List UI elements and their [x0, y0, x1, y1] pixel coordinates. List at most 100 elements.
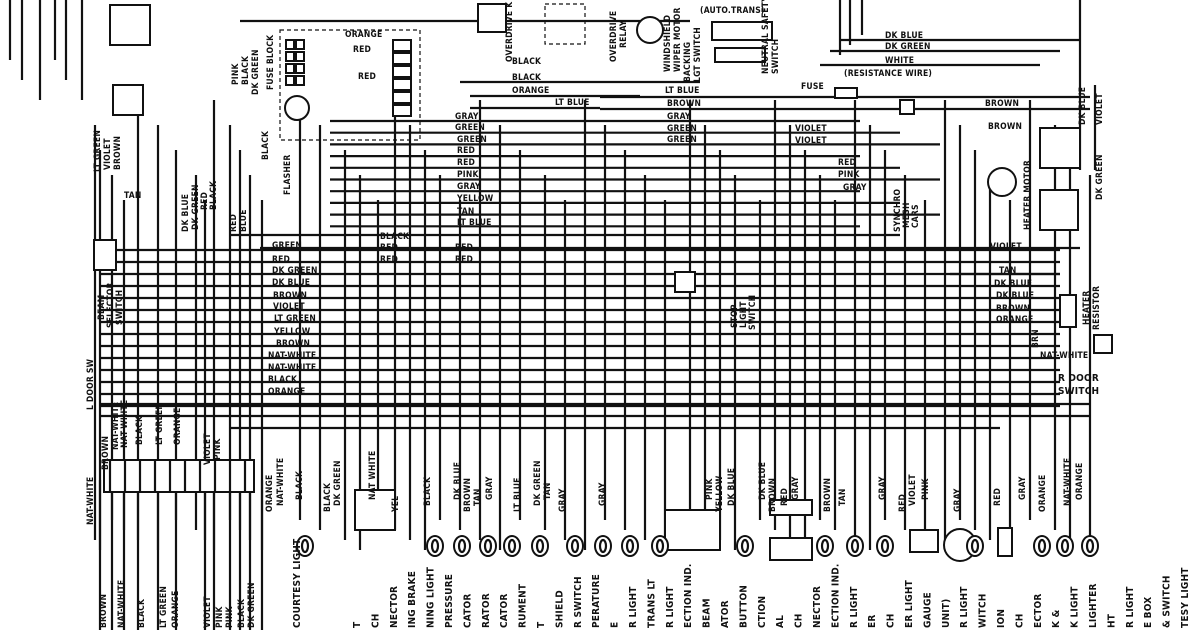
bulb-filament: [880, 538, 890, 554]
wire-label: DK BLUE: [758, 462, 768, 500]
wire-label: NAT-WHITE: [1040, 351, 1088, 361]
fuse-element: [392, 91, 412, 104]
device-label: R LIGHT: [849, 586, 860, 628]
heater-control: [1039, 189, 1079, 231]
bulb-filament: [300, 538, 310, 554]
fuse-element: [392, 39, 412, 52]
wire-label: BROWN: [985, 99, 1019, 109]
wire-label: LT BLUE: [457, 218, 492, 228]
bulb-icon: [621, 535, 639, 557]
r-door-switch-icon: [1093, 334, 1113, 354]
wire-label: ORANGE: [345, 30, 382, 40]
flasher-icon: [284, 95, 310, 121]
connector: [769, 499, 813, 516]
wire-label: GRAY: [558, 488, 568, 512]
wire-label: PINK: [213, 438, 223, 460]
overdrive-relay: [544, 3, 586, 45]
device-label: & SWITCH: [1162, 575, 1173, 628]
bulb-icon: [1033, 535, 1051, 557]
fuse: [295, 51, 305, 62]
fuse: [285, 75, 295, 86]
l-door-switch-label: L DOOR SW: [86, 358, 96, 410]
wire-label: VIOLET: [203, 596, 213, 628]
wire-label: GREEN: [455, 123, 485, 133]
bulb-filament: [625, 538, 635, 554]
flasher-label: FLASHER: [283, 155, 293, 195]
wire-label: ORANGE: [996, 315, 1033, 325]
bulb-icon: [531, 535, 549, 557]
overdrive-relay-label-2: RELAY: [619, 20, 629, 48]
wire-label: TAN: [457, 207, 474, 217]
wire-label: LT BLUE: [513, 477, 523, 512]
wire-label: BROWN: [988, 122, 1022, 132]
bulb-filament: [570, 538, 580, 554]
wire-label: DK BLUE: [994, 279, 1032, 289]
overdrive-relay-label: OVERDRIVE: [609, 11, 619, 62]
device-label: PERATURE: [591, 574, 602, 628]
wire-label: BLUE: [239, 209, 249, 232]
wire-label: TAN: [999, 266, 1016, 276]
wire-label: RED: [229, 214, 239, 232]
wire-label: RED: [380, 255, 398, 265]
wire-label: NAT WHITE: [368, 451, 378, 500]
bulb-filament: [535, 538, 545, 554]
wire-label: ORANGE: [1038, 475, 1048, 512]
wire-label: BROWN: [276, 339, 310, 349]
headlight-switch: [112, 84, 144, 116]
wire-label: DK GREEN: [333, 460, 343, 506]
wire-label: NAT-WHITE: [268, 351, 316, 361]
wire-lines: [8, 0, 1097, 630]
auto-trans-label: (AUTO.TRANS): [700, 6, 765, 16]
wire-label: BLACK: [423, 476, 433, 506]
wire-label: LT BLUE: [665, 86, 700, 96]
wire-label: BROWN: [99, 594, 109, 628]
left-bus-wire-labels: GREEN RED DK GREEN DK BLUE BROWN VIOLET …: [268, 241, 317, 397]
wire-label: VIOLET: [1095, 93, 1105, 125]
wire-label: VIOLET: [273, 302, 305, 312]
wire-label: GREEN: [272, 241, 302, 251]
wire-label: PINK: [705, 478, 715, 500]
wire-label: DK GREEN: [885, 42, 931, 52]
wire-label: VIOLET: [203, 433, 213, 465]
wire-label: DK GREEN: [533, 460, 543, 506]
resistance-wire-label: (RESISTANCE WIRE): [844, 69, 932, 79]
wire-label: RED: [200, 192, 210, 210]
heater-resistor-label-2: RESISTOR: [1092, 286, 1102, 330]
connector-icon: [899, 99, 915, 115]
wire-label: GREEN: [457, 135, 487, 145]
device-label: K LIGHT: [1070, 586, 1081, 628]
wire-label: BROWN: [101, 436, 111, 470]
connector-block: [103, 459, 255, 493]
fuse-element: [392, 65, 412, 78]
device-label: K &: [1051, 609, 1062, 628]
wire-label: NAT-WHITE: [268, 363, 316, 373]
wire-label: DK GREEN: [251, 49, 261, 95]
bulb-filament: [457, 538, 467, 554]
cigar-lighter-icon: [997, 527, 1013, 557]
bulb-filament: [1060, 538, 1070, 554]
wire-label: LT GREEN: [93, 130, 103, 172]
bulb-icon: [296, 535, 314, 557]
wire-label: GRAY: [667, 112, 691, 122]
device-label: ECTION IND.: [830, 564, 841, 629]
device-label: CATOR: [462, 593, 473, 628]
neutral-switch: [714, 47, 766, 63]
device-label: E BOX: [1143, 597, 1154, 628]
wire-label: DK BLUE: [453, 462, 463, 500]
wire-label: LT BLUE: [555, 98, 590, 108]
wire-label: RED: [457, 158, 475, 168]
wire-label: VIOLET: [103, 138, 113, 170]
wire-label: ORANGE: [173, 408, 183, 445]
heater-switch: [1039, 127, 1081, 169]
wire-label: GREEN: [667, 124, 697, 134]
wire-label: RED: [380, 243, 398, 253]
ignition-switch: [109, 4, 151, 46]
wire-label: GRAY: [455, 112, 479, 122]
wiper-motor-label: WINDSHIELD: [663, 15, 673, 72]
wire-label: NAT-WHITE: [86, 477, 96, 525]
left-vertical-wire-labels: PINK BLACK DK GREEN BLACK LT GREEN VIOLE…: [93, 49, 271, 232]
bulb-icon: [1056, 535, 1074, 557]
bulb-icon: [479, 535, 497, 557]
overdrive-kickdown-label: OVERDRIVE K SWITCH CONN: [505, 0, 515, 62]
beam-selector-label: BEAM: [97, 295, 107, 320]
